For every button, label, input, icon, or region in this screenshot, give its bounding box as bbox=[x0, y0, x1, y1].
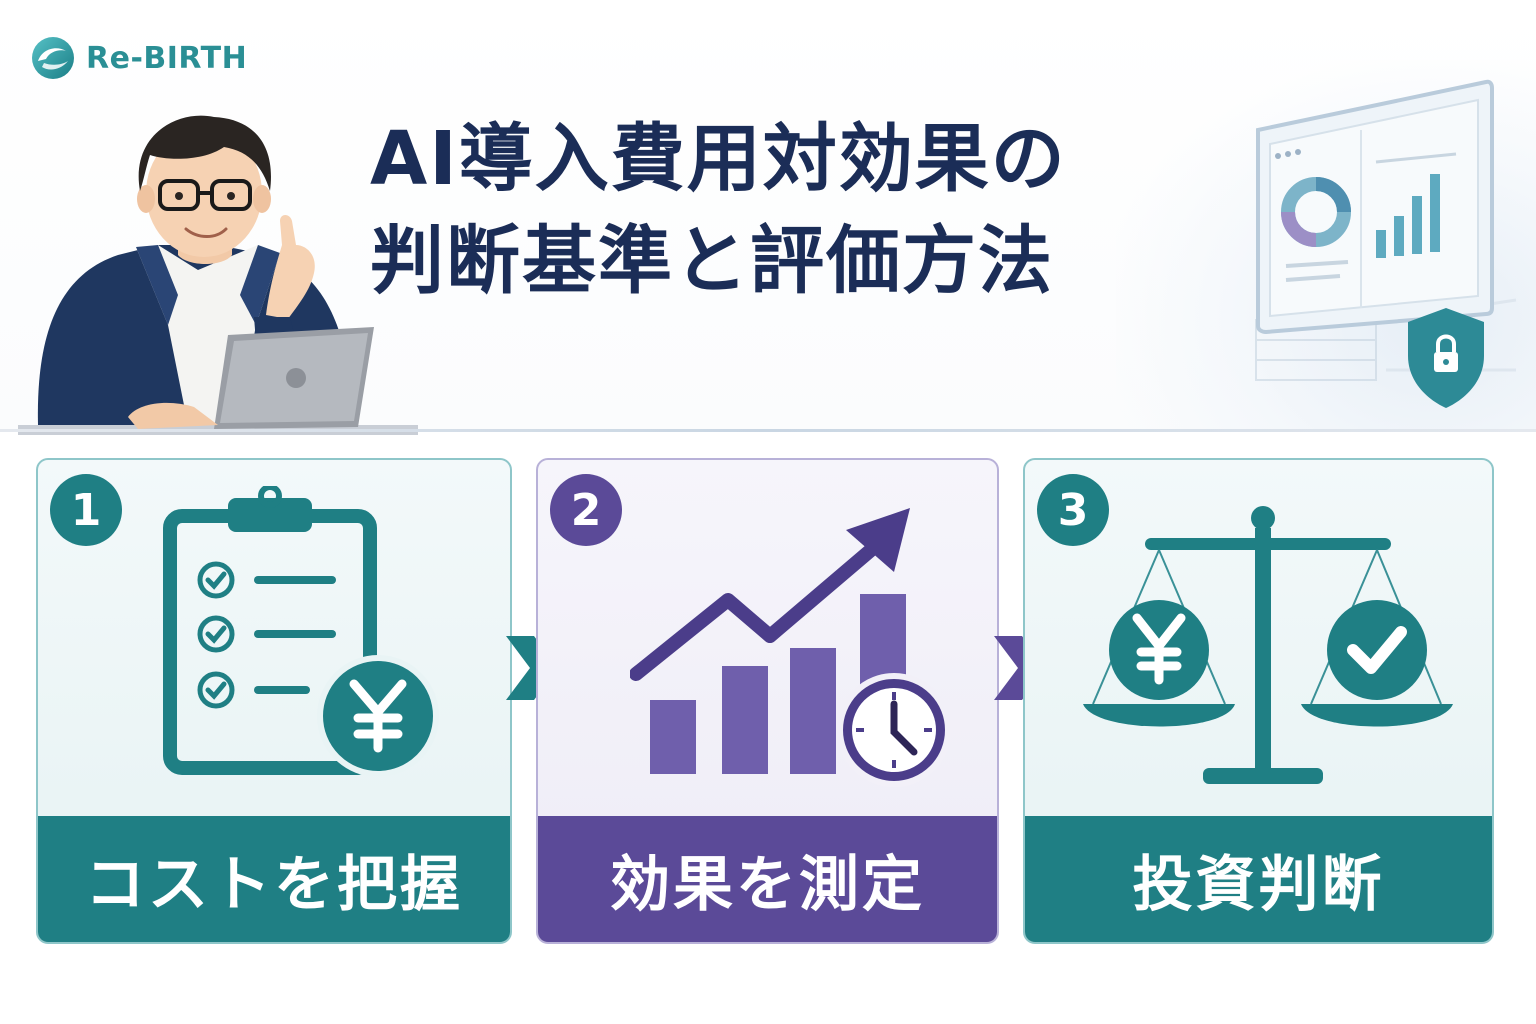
dashboard-monitor-illustration bbox=[1255, 79, 1517, 408]
step-card-1: 1 コストを把握 bbox=[36, 458, 512, 944]
step-label: コストを把握 bbox=[38, 816, 510, 942]
title-line-2: 判断基準と評価方法 bbox=[370, 218, 1054, 304]
rebirth-logo-icon bbox=[32, 37, 74, 79]
hero-divider bbox=[0, 429, 1536, 432]
brand-name: Re-BIRTH bbox=[86, 40, 248, 76]
step-number-badge: 1 bbox=[50, 474, 122, 546]
growth-chart-clock-icon bbox=[630, 508, 951, 787]
balance-scale-yen-check-icon bbox=[1083, 506, 1453, 784]
step-label: 効果を測定 bbox=[538, 816, 997, 942]
person-with-laptop-illustration bbox=[18, 115, 418, 435]
step-number-badge: 3 bbox=[1037, 474, 1109, 546]
step-card-2: 2 効果を測定 bbox=[536, 458, 999, 944]
page-title: AI導入費用対効果の 判断基準と評価方法 bbox=[370, 108, 1270, 312]
clipboard-checklist-yen-icon bbox=[163, 486, 439, 776]
brand-logo[interactable]: Re-BIRTH bbox=[30, 36, 247, 80]
step-label: 投資判断 bbox=[1025, 816, 1492, 942]
step-number-badge: 2 bbox=[550, 474, 622, 546]
title-line-1: AI導入費用対効果の bbox=[370, 116, 1067, 202]
step-card-3: 3 投資判断 bbox=[1023, 458, 1494, 944]
